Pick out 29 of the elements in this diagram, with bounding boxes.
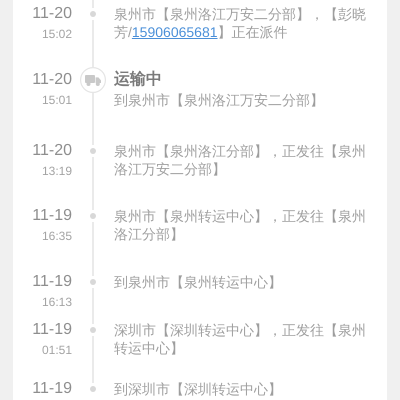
timeline-dot — [90, 386, 96, 392]
event-text: 泉州市【泉州洛江分部】，正发往【泉州洛江万安二分部】 — [114, 142, 367, 178]
time-text: 16:13 — [42, 295, 72, 309]
event-text: 到泉州市【泉州转运中心】 — [114, 273, 283, 291]
time-text: 13:19 — [42, 164, 72, 178]
date-text: 11-19 — [32, 207, 72, 225]
status-heading: 运输中 — [114, 70, 162, 90]
event-text: 深圳市【深圳转运中心】，正发往【泉州转运中心】 — [114, 321, 367, 357]
date-text: 11-19 — [32, 273, 72, 291]
phone-link: 15906065681 — [132, 24, 218, 40]
date-text: 11-19 — [32, 380, 72, 398]
date-text: 11-20 — [32, 142, 72, 160]
event-text: 到深圳市【深圳转运中心】 — [114, 380, 283, 398]
date-text: 11-19 — [32, 321, 72, 339]
timeline-dot — [90, 148, 96, 154]
date-text: 11-20 — [32, 5, 72, 23]
status-circle — [80, 67, 106, 93]
event-text: 泉州市【泉州转运中心】，正发往【泉州洛江分部】 — [114, 207, 367, 243]
date-text: 11-20 — [32, 71, 72, 89]
time-text: 15:02 — [42, 27, 72, 41]
event-text: 到泉州市【泉州洛江万安二分部】 — [114, 91, 325, 109]
time-text: 15:01 — [42, 93, 72, 107]
timeline-dot — [90, 279, 96, 285]
timeline-dot — [90, 213, 96, 219]
event-text: 泉州市【泉州洛江万安二分部】，【彭晓芳/15906065681】正在派件 — [114, 5, 367, 41]
time-text: 01:51 — [42, 343, 72, 357]
timeline-dot — [90, 11, 96, 17]
time-text: 16:35 — [42, 229, 72, 243]
timeline-dot — [90, 327, 96, 333]
